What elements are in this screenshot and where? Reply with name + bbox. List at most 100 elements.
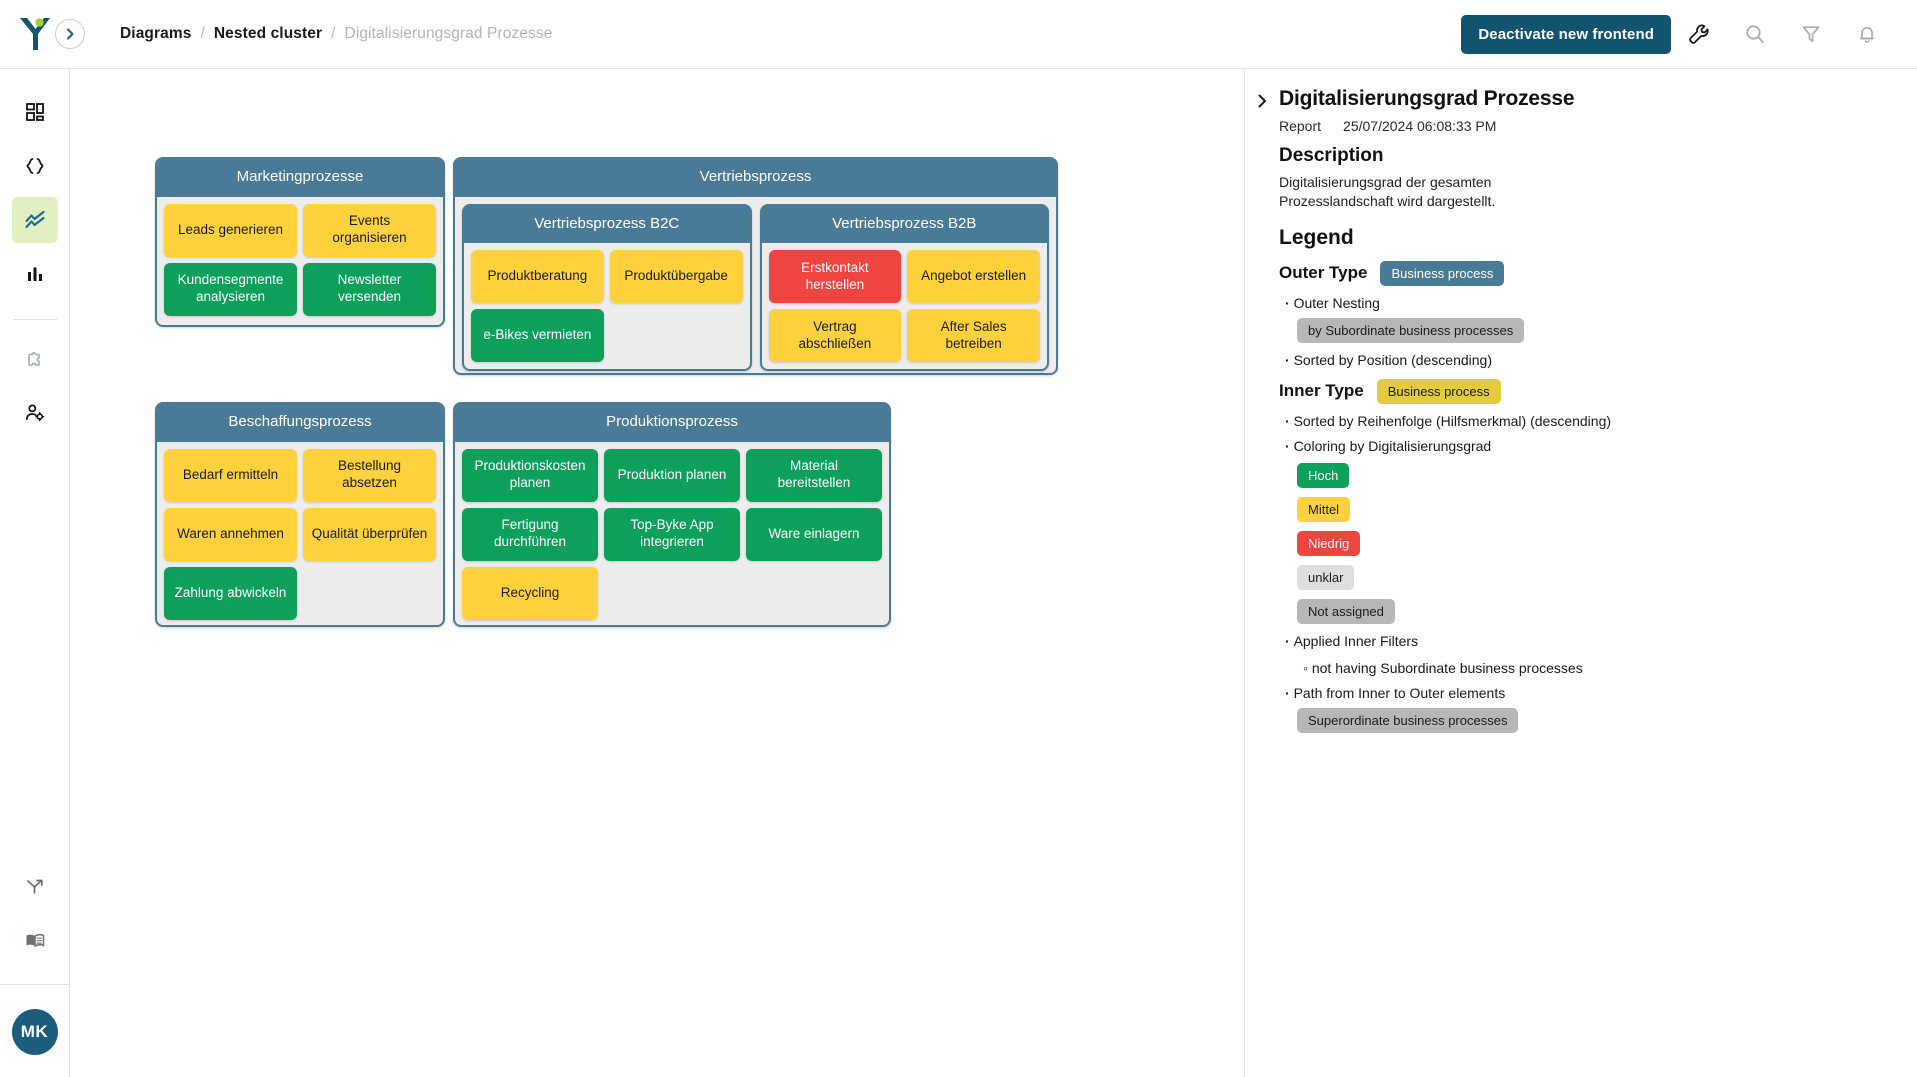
outer-nesting-chip: by Subordinate business processes: [1297, 317, 1525, 343]
book-icon: [26, 933, 44, 947]
breadcrumb-item-nested-cluster[interactable]: Nested cluster: [213, 25, 323, 42]
process-node[interactable]: Produktionskosten planen: [462, 448, 598, 502]
rail-item-reports[interactable]: [12, 251, 58, 297]
process-node[interactable]: Fertigung durchführen: [462, 507, 598, 561]
legend-chip-hoch: Hoch: [1297, 462, 1350, 488]
rail-item-branch[interactable]: [12, 864, 58, 910]
avatar[interactable]: MK: [11, 1009, 58, 1055]
deactivate-new-frontend-button[interactable]: Deactivate new frontend: [1461, 14, 1671, 54]
process-node[interactable]: e-Bikes vermieten: [471, 309, 604, 362]
diagram-canvas[interactable]: Marketingprozesse Leads generieren Event…: [70, 69, 1244, 1077]
filter-button[interactable]: [1783, 6, 1839, 62]
chevron-right-icon: [67, 28, 74, 40]
process-node[interactable]: Bedarf ermitteln: [164, 448, 297, 502]
cluster-body: Produktberatung Produktübergabe e-Bikes …: [464, 243, 750, 369]
curly-braces-icon: [26, 158, 43, 174]
wrench-icon: [1689, 24, 1709, 44]
applied-inner-filters-label: Applied Inner Filters: [1279, 633, 1897, 649]
cluster-produktionsprozess[interactable]: Produktionsprozess Produktionskosten pla…: [453, 402, 891, 627]
process-node[interactable]: Produktberatung: [471, 250, 604, 303]
process-node[interactable]: Produktübergabe: [609, 250, 743, 303]
cluster-marketingprozesse[interactable]: Marketingprozesse Leads generieren Event…: [155, 157, 445, 327]
process-node[interactable]: Newsletter versenden: [303, 262, 436, 316]
rail-divider-bottom: [0, 984, 70, 985]
cluster-vertriebsprozess-b2c[interactable]: Vertriebsprozess B2C Produktberatung Pro…: [462, 203, 752, 371]
rail-item-documentation[interactable]: [12, 918, 58, 964]
cluster-body: Leads generieren Events organisieren Kun…: [157, 197, 443, 326]
search-button[interactable]: [1727, 6, 1783, 62]
trend-line-icon: [24, 210, 45, 229]
process-node[interactable]: Bestellung absetzen: [303, 448, 436, 502]
process-node[interactable]: Ware einlagern: [746, 507, 882, 561]
page-title: Digitalisierungsgrad Prozesse: [1279, 87, 1575, 110]
user-settings-icon: [25, 404, 44, 422]
body: MK Marketingprozesse Leads generieren Ev…: [0, 69, 1917, 1077]
breadcrumb-separator: /: [331, 25, 336, 42]
process-node[interactable]: Material bereitstellen: [746, 448, 882, 502]
legend-chip-unklar: unklar: [1297, 564, 1355, 590]
top-bar-actions: Deactivate new frontend: [1461, 6, 1917, 62]
process-node[interactable]: Leads generieren: [164, 203, 297, 257]
process-node[interactable]: Angebot erstellen: [907, 250, 1040, 303]
notifications-button[interactable]: [1839, 6, 1895, 62]
rail-bottom: MK: [0, 864, 70, 1077]
outer-type-row: Outer Type Business process: [1279, 260, 1897, 286]
cluster-body: Bedarf ermitteln Bestellung absetzen War…: [157, 442, 443, 627]
cluster-body: Vertriebsprozess B2C Produktberatung Pro…: [455, 197, 1056, 379]
branch-arrow-icon: [26, 879, 43, 894]
legend-chip-niedrig: Niedrig: [1297, 530, 1361, 556]
bar-chart-icon: [27, 267, 42, 281]
process-node[interactable]: Erstkontakt herstellen: [768, 250, 902, 303]
report-timestamp: 25/07/2024 06:08:33 PM: [1343, 118, 1497, 134]
rail-item-integrations[interactable]: [12, 336, 58, 382]
rail-item-code[interactable]: [12, 143, 58, 189]
sorted-by-position: Sorted by Position (descending): [1279, 352, 1897, 368]
process-node[interactable]: Vertrag abschließen: [768, 309, 902, 362]
y-logo-icon: [20, 18, 50, 50]
breadcrumb: Diagrams / Nested cluster / Digitalisier…: [120, 25, 552, 43]
rail-divider: [12, 319, 57, 320]
legend-heading: Legend: [1279, 225, 1354, 249]
rail-item-user-admin[interactable]: [12, 390, 58, 436]
process-node[interactable]: Kundensegmente analysieren: [164, 262, 297, 316]
path-chip-line: Superordinate business processes: [1279, 707, 1897, 733]
report-kind: Report: [1279, 118, 1322, 134]
breadcrumb-separator: /: [200, 25, 205, 42]
process-node[interactable]: After Sales betreiben: [907, 309, 1040, 362]
report-meta: Report 25/07/2024 06:08:33 PM: [1279, 118, 1897, 134]
filter-icon: [1802, 26, 1820, 43]
process-node[interactable]: Events organisieren: [303, 203, 436, 257]
rail-item-dashboard[interactable]: [12, 89, 58, 135]
cluster-body: Erstkontakt herstellen Angebot erstellen…: [762, 243, 1048, 369]
cluster-title: Beschaffungsprozess: [157, 404, 443, 442]
process-node[interactable]: Zahlung abwickeln: [164, 566, 297, 620]
process-node-placeholder: [604, 567, 740, 620]
cluster-beschaffungsprozess[interactable]: Beschaffungsprozess Bedarf ermitteln Bes…: [155, 402, 445, 627]
sidebar-expand-button[interactable]: [55, 19, 85, 49]
path-chip: Superordinate business processes: [1297, 707, 1519, 733]
process-node[interactable]: Qualität überprüfen: [303, 507, 436, 561]
panel-collapse-button[interactable]: [1245, 87, 1279, 1077]
outer-type-label: Outer Type: [1279, 263, 1368, 283]
cluster-vertriebsprozess-b2b[interactable]: Vertriebsprozess B2B Erstkontakt herstel…: [759, 203, 1049, 371]
breadcrumb-item-current: Digitalisierungsgrad Prozesse: [344, 25, 553, 42]
cluster-title: Marketingprozesse: [157, 159, 443, 197]
cluster-body: Produktionskosten planen Produktion plan…: [455, 442, 889, 627]
color-legend: Hoch Mittel Niedrig unklar Not assigned: [1279, 454, 1897, 624]
app-logo[interactable]: [0, 0, 70, 69]
cluster-title: Vertriebsprozess B2B: [761, 205, 1047, 243]
wrench-button[interactable]: [1671, 6, 1727, 62]
inner-type-row: Inner Type Business process: [1279, 378, 1897, 404]
cluster-title: Vertriebsprozess B2C: [464, 205, 750, 243]
process-node[interactable]: Waren annehmen: [164, 507, 297, 561]
process-node[interactable]: Top-Byke App integrieren: [604, 507, 740, 561]
process-node[interactable]: Produktion planen: [604, 448, 740, 502]
rail-item-diagrams[interactable]: [11, 197, 58, 243]
description-heading: Description: [1279, 145, 1384, 166]
breadcrumb-item-diagrams[interactable]: Diagrams: [120, 25, 192, 42]
cluster-vertriebsprozess[interactable]: Vertriebsprozess Vertriebsprozess B2C Pr…: [453, 157, 1058, 375]
bell-icon: [1859, 27, 1875, 43]
description-text: Digitalisierungsgrad der gesamten Prozes…: [1279, 174, 1496, 209]
outer-nesting-label: Outer Nesting: [1279, 295, 1897, 311]
process-node[interactable]: Recycling: [462, 566, 598, 620]
